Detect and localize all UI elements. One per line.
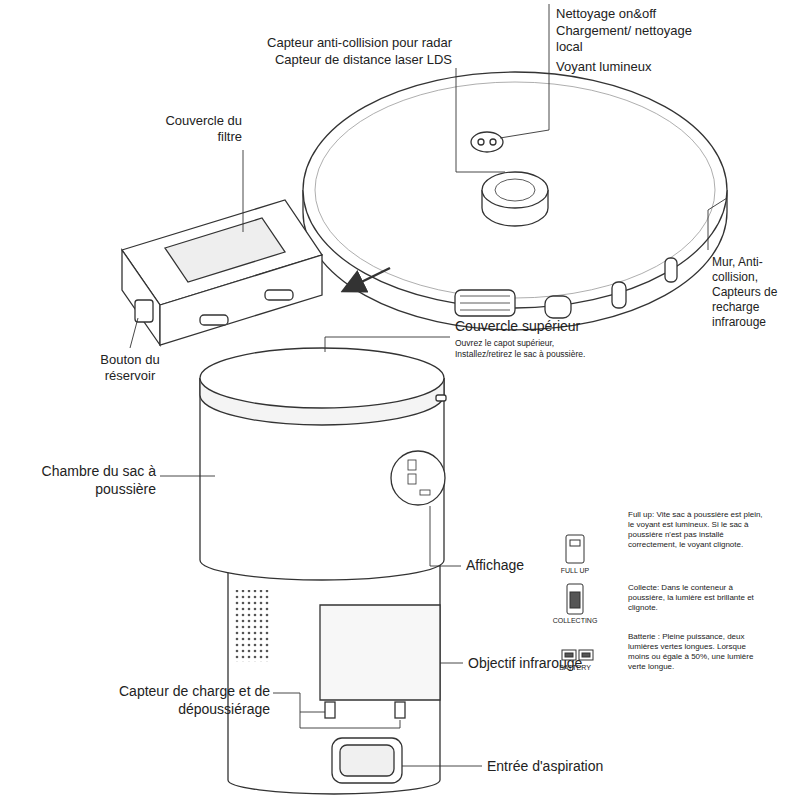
part-label: Nettoyage on&off — [556, 6, 756, 22]
note-text: Batterie : Pleine puissance, deux lumièr… — [628, 632, 768, 672]
note-text: Full up: Vite sac à poussière est plein,… — [628, 510, 768, 550]
part-label: Objectif infrarouge — [468, 655, 628, 673]
icon-label: FULL UP — [545, 567, 605, 576]
part-label: Couvercle du filtre — [150, 113, 242, 146]
part-label: Chambre du sac à poussière — [40, 463, 156, 498]
part-label: Entrée d'aspiration — [487, 758, 647, 776]
note-text: Collecte: Dans le conteneur à poussière,… — [628, 583, 768, 613]
part-label: Mur, Anti-collision, Capteurs de recharg… — [712, 255, 798, 330]
part-label: Couvercle supérieur — [455, 318, 655, 336]
part-label: Capteur de charge et de dépoussiérage — [86, 683, 270, 718]
part-label: Chargement/ nettoyage local — [556, 23, 706, 56]
part-label: Voyant lumineux — [556, 59, 756, 75]
part-label: Capteur anti-collision pour radar — [250, 35, 452, 51]
note-text: Ouvrez le capot supérieur, Installez/ret… — [455, 338, 605, 359]
part-label: Capteur de distance laser LDS — [250, 52, 452, 68]
icon-label: COLLECTING — [545, 617, 605, 626]
part-label: Bouton du réservoir — [78, 352, 182, 385]
